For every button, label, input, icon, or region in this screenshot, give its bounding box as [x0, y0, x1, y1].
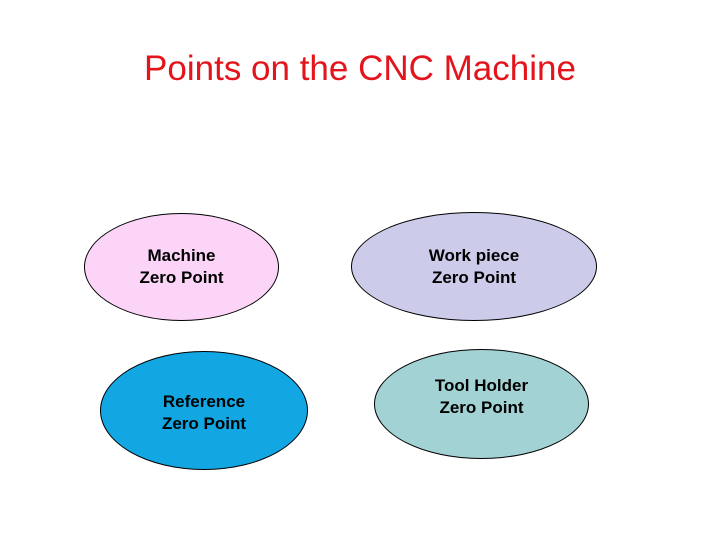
node-machine-zero-point-label: Machine Zero Point	[139, 246, 224, 287]
node-toolholder-zero-point-label: Tool Holder Zero Point	[434, 376, 529, 417]
node-toolholder-zero-point[interactable]: Tool Holder Zero Point	[374, 349, 589, 459]
node-workpiece-zero-point-label: Work piece Zero Point	[428, 245, 520, 287]
page-title: Points on the CNC Machine	[144, 49, 576, 88]
node-workpiece-zero-point[interactable]: Work piece Zero Point	[351, 212, 597, 321]
node-reference-zero-point[interactable]: Reference Zero Point	[100, 351, 308, 470]
node-reference-zero-point-label: Reference Zero Point	[161, 391, 247, 433]
node-machine-zero-point[interactable]: Machine Zero Point	[84, 213, 279, 321]
